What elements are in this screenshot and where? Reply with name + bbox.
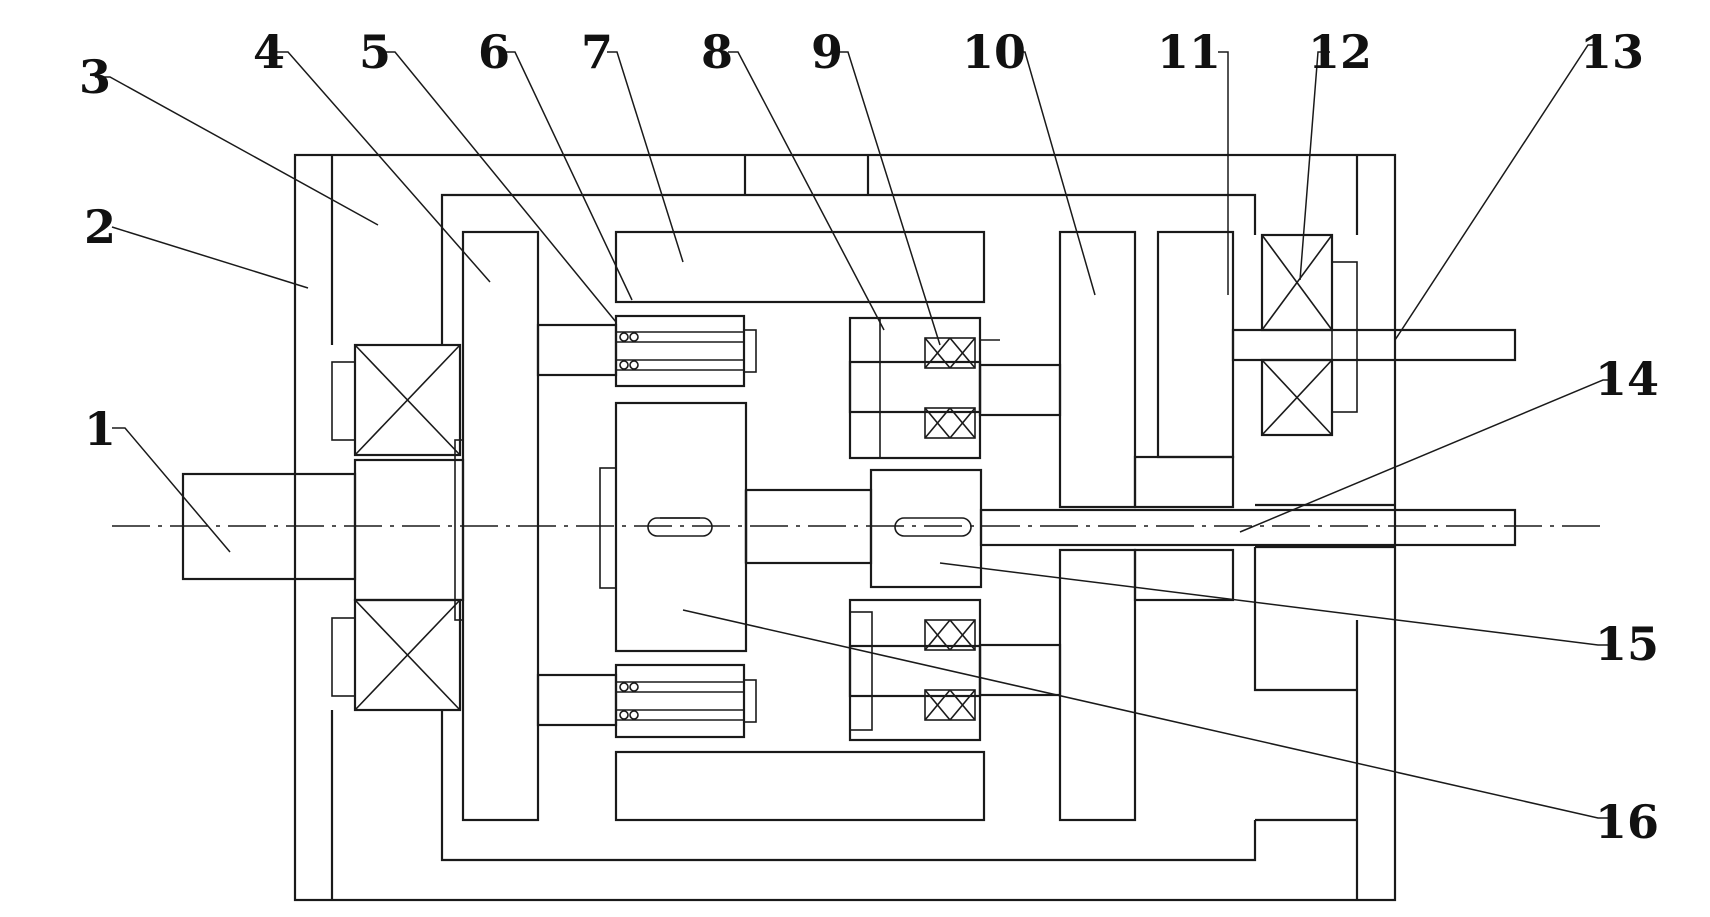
ring-gear-top — [614, 230, 986, 304]
output-shaft — [1231, 328, 1517, 362]
label-4: 4 — [253, 25, 285, 79]
planet-gear-bottom — [848, 598, 982, 742]
leader-lines — [95, 44, 1615, 819]
planet-pin-bottom — [536, 663, 757, 739]
label-14: 14 — [1595, 352, 1659, 406]
label-12: 12 — [1308, 25, 1372, 79]
label-6: 6 — [478, 25, 510, 79]
housing-step — [1253, 547, 1357, 692]
input-bearing-top — [331, 343, 462, 457]
input-bearing-bottom — [331, 598, 462, 712]
gear-10-bottom — [1058, 548, 1137, 822]
input-shaft — [181, 458, 465, 602]
label-15: 15 — [1595, 617, 1659, 671]
sun-gear — [599, 401, 873, 653]
label-1: 1 — [84, 402, 116, 456]
output-center-shaft — [979, 508, 1517, 547]
label-3: 3 — [79, 50, 111, 104]
outer-housing — [293, 153, 1397, 902]
label-2: 2 — [84, 200, 116, 254]
carrier-hub — [454, 439, 464, 621]
label-11: 11 — [1157, 25, 1221, 79]
planet-pin-top — [536, 314, 757, 388]
label-10: 10 — [962, 25, 1026, 79]
label-9: 9 — [811, 25, 843, 79]
label-7: 7 — [581, 25, 613, 79]
label-5: 5 — [359, 25, 391, 79]
output-bearing — [1260, 233, 1358, 437]
shaft-sleeve — [869, 468, 983, 589]
label-13: 13 — [1580, 25, 1644, 79]
ring-gear-bottom — [614, 750, 986, 822]
planet-gear-top — [848, 316, 1000, 460]
label-8: 8 — [701, 25, 733, 79]
label-16: 16 — [1595, 795, 1659, 849]
inner-housing — [440, 193, 1395, 862]
gear-10-top — [1058, 230, 1137, 509]
